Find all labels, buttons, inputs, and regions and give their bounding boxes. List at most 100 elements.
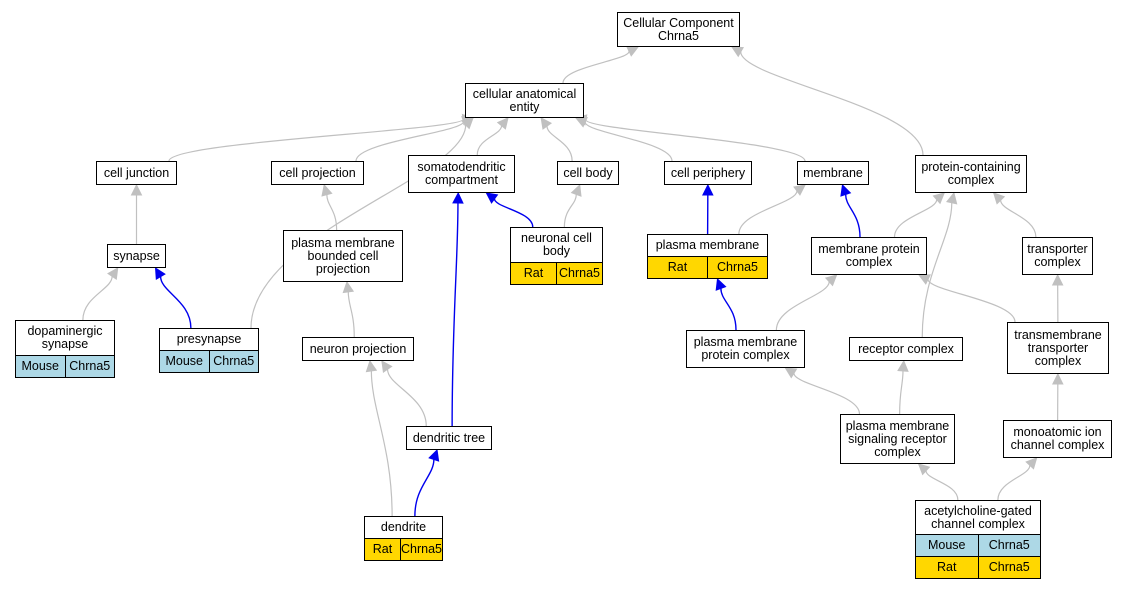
- gene-cell: Chrna5: [977, 557, 1040, 578]
- term-node-cell-junction[interactable]: cell junction: [96, 161, 177, 185]
- edge-cell-periphery-to-cae: [584, 121, 673, 162]
- edge-somatodendritic-to-cae: [476, 125, 503, 156]
- arrowhead: [917, 463, 931, 476]
- term-label: transporter complex: [1027, 242, 1088, 269]
- term-label: dendrite: [380, 520, 427, 534]
- arrowhead: [824, 274, 838, 287]
- arrowhead: [1051, 273, 1064, 286]
- arrowhead: [130, 183, 143, 196]
- term-node-neuron-projection[interactable]: neuron projection: [302, 337, 414, 361]
- term-node-cell-body[interactable]: cell body: [557, 161, 619, 185]
- arrowhead: [365, 359, 378, 373]
- arrowhead: [715, 277, 727, 291]
- term-node-root[interactable]: Cellular Component Chrna5: [617, 12, 740, 47]
- edge-dendritic-tree-to-somatodendritic: [451, 202, 459, 427]
- term-label: cell projection: [279, 165, 356, 180]
- edge-membrane-protein-complex-to-protein-containing: [893, 199, 938, 238]
- term-node-membrane[interactable]: membrane: [797, 161, 869, 185]
- term-node-membrane-protein-complex[interactable]: membrane protein complex: [811, 237, 927, 275]
- term-node-monoatomic[interactable]: monoatomic ion channel complex: [1003, 420, 1112, 458]
- arrowhead: [154, 267, 166, 280]
- term-label: protein-containing complex: [921, 160, 1021, 187]
- term-node-pm-bounded[interactable]: plasma membrane bounded cell projection: [283, 230, 403, 282]
- arrowhead: [917, 274, 931, 285]
- arrowhead: [496, 117, 509, 130]
- species-cell: Rat: [365, 539, 400, 560]
- species-cell: Rat: [648, 257, 707, 278]
- term-node-pm-protein-complex[interactable]: plasma membrane protein complex: [686, 330, 805, 368]
- arrowhead: [793, 184, 806, 196]
- term-node-transmembrane-transporter[interactable]: transmembrane transporter complex: [1007, 322, 1109, 374]
- arrowhead: [107, 267, 119, 280]
- term-label: cell body: [563, 165, 613, 180]
- arrowhead: [840, 183, 852, 197]
- arrowhead: [428, 448, 440, 462]
- edge-receptor-complex-to-protein-containing: [921, 202, 953, 338]
- term-node-pm-signaling[interactable]: plasma membrane signaling receptor compl…: [840, 414, 955, 464]
- term-label: plasma membrane: [655, 238, 760, 252]
- species-cell: Rat: [511, 263, 556, 284]
- term-label: monoatomic ion channel complex: [1010, 425, 1105, 452]
- arrowhead: [946, 191, 958, 205]
- gene-cell: Chrna5: [64, 356, 114, 377]
- edge-dendrite-to-dendritic-tree: [414, 459, 435, 517]
- arrowhead: [932, 192, 946, 205]
- term-label: plasma membrane signaling receptor compl…: [845, 418, 950, 459]
- term-node-receptor-complex[interactable]: receptor complex: [849, 337, 963, 361]
- gene-cell: Chrna5: [977, 535, 1040, 556]
- arrowhead: [485, 192, 499, 204]
- term-label: cellular anatomical entity: [472, 86, 577, 114]
- term-label: somatodendritic compartment: [417, 160, 506, 187]
- arrowhead: [1025, 457, 1038, 470]
- edge-membrane-protein-complex-to-membrane: [844, 194, 861, 238]
- term-node-cae[interactable]: cellular anatomical entity: [465, 83, 584, 118]
- term-label: acetylcholine-gated channel complex: [924, 503, 1032, 531]
- arrowhead: [452, 191, 464, 204]
- edge-dopaminergic-to-synapse: [82, 276, 113, 321]
- term-node-somatodendritic[interactable]: somatodendritic compartment: [408, 155, 515, 193]
- edge-plasma-membrane-to-membrane: [738, 190, 798, 235]
- edge-cell-body-to-cae: [546, 125, 573, 162]
- edge-pm-protein-complex-to-plasma-membrane: [720, 288, 737, 331]
- term-node-dendritic-tree[interactable]: dendritic tree: [406, 426, 492, 450]
- term-label: neuronal cell body: [521, 231, 592, 258]
- arrowhead: [540, 117, 553, 130]
- term-node-cell-projection[interactable]: cell projection: [271, 161, 364, 185]
- species-cell: Mouse: [160, 351, 209, 372]
- edge-transmembrane-transporter-to-membrane-protein-complex: [927, 279, 1016, 323]
- term-label: membrane protein complex: [818, 242, 920, 269]
- term-label: dendritic tree: [412, 430, 486, 445]
- term-node-transporter-complex[interactable]: transporter complex: [1022, 237, 1093, 275]
- term-node-synapse[interactable]: synapse: [107, 244, 166, 268]
- term-label: synapse: [113, 248, 160, 263]
- arrowhead: [992, 192, 1006, 205]
- gene-cell: Chrna5: [556, 263, 602, 284]
- edge-pm-signaling-to-pm-protein-complex: [793, 373, 861, 415]
- edge-protein-containing-to-root: [740, 51, 924, 156]
- term-node-cell-periphery[interactable]: cell periphery: [664, 161, 752, 185]
- arrowhead: [381, 360, 393, 373]
- edge-cell-projection-to-cae: [355, 120, 465, 162]
- edge-presynapse-to-cae: [250, 124, 467, 329]
- edge-dendrite-to-neuron-projection: [370, 370, 393, 517]
- term-label: plasma membrane protein complex: [693, 335, 798, 362]
- arrowhead: [897, 359, 909, 372]
- edge-achr-to-monoatomic: [997, 465, 1031, 501]
- gene-cell: Chrna5: [707, 257, 767, 278]
- edge-cae-to-root: [562, 51, 630, 84]
- species-cell: Mouse: [916, 535, 978, 556]
- arrowhead: [570, 183, 582, 197]
- term-label: cell periphery: [670, 165, 746, 180]
- arrowhead: [784, 367, 798, 379]
- term-node-protein-containing[interactable]: protein-containing complex: [915, 155, 1027, 193]
- edge-cell-junction-to-cae: [168, 118, 464, 162]
- edge-presynapse-to-synapse: [159, 276, 192, 329]
